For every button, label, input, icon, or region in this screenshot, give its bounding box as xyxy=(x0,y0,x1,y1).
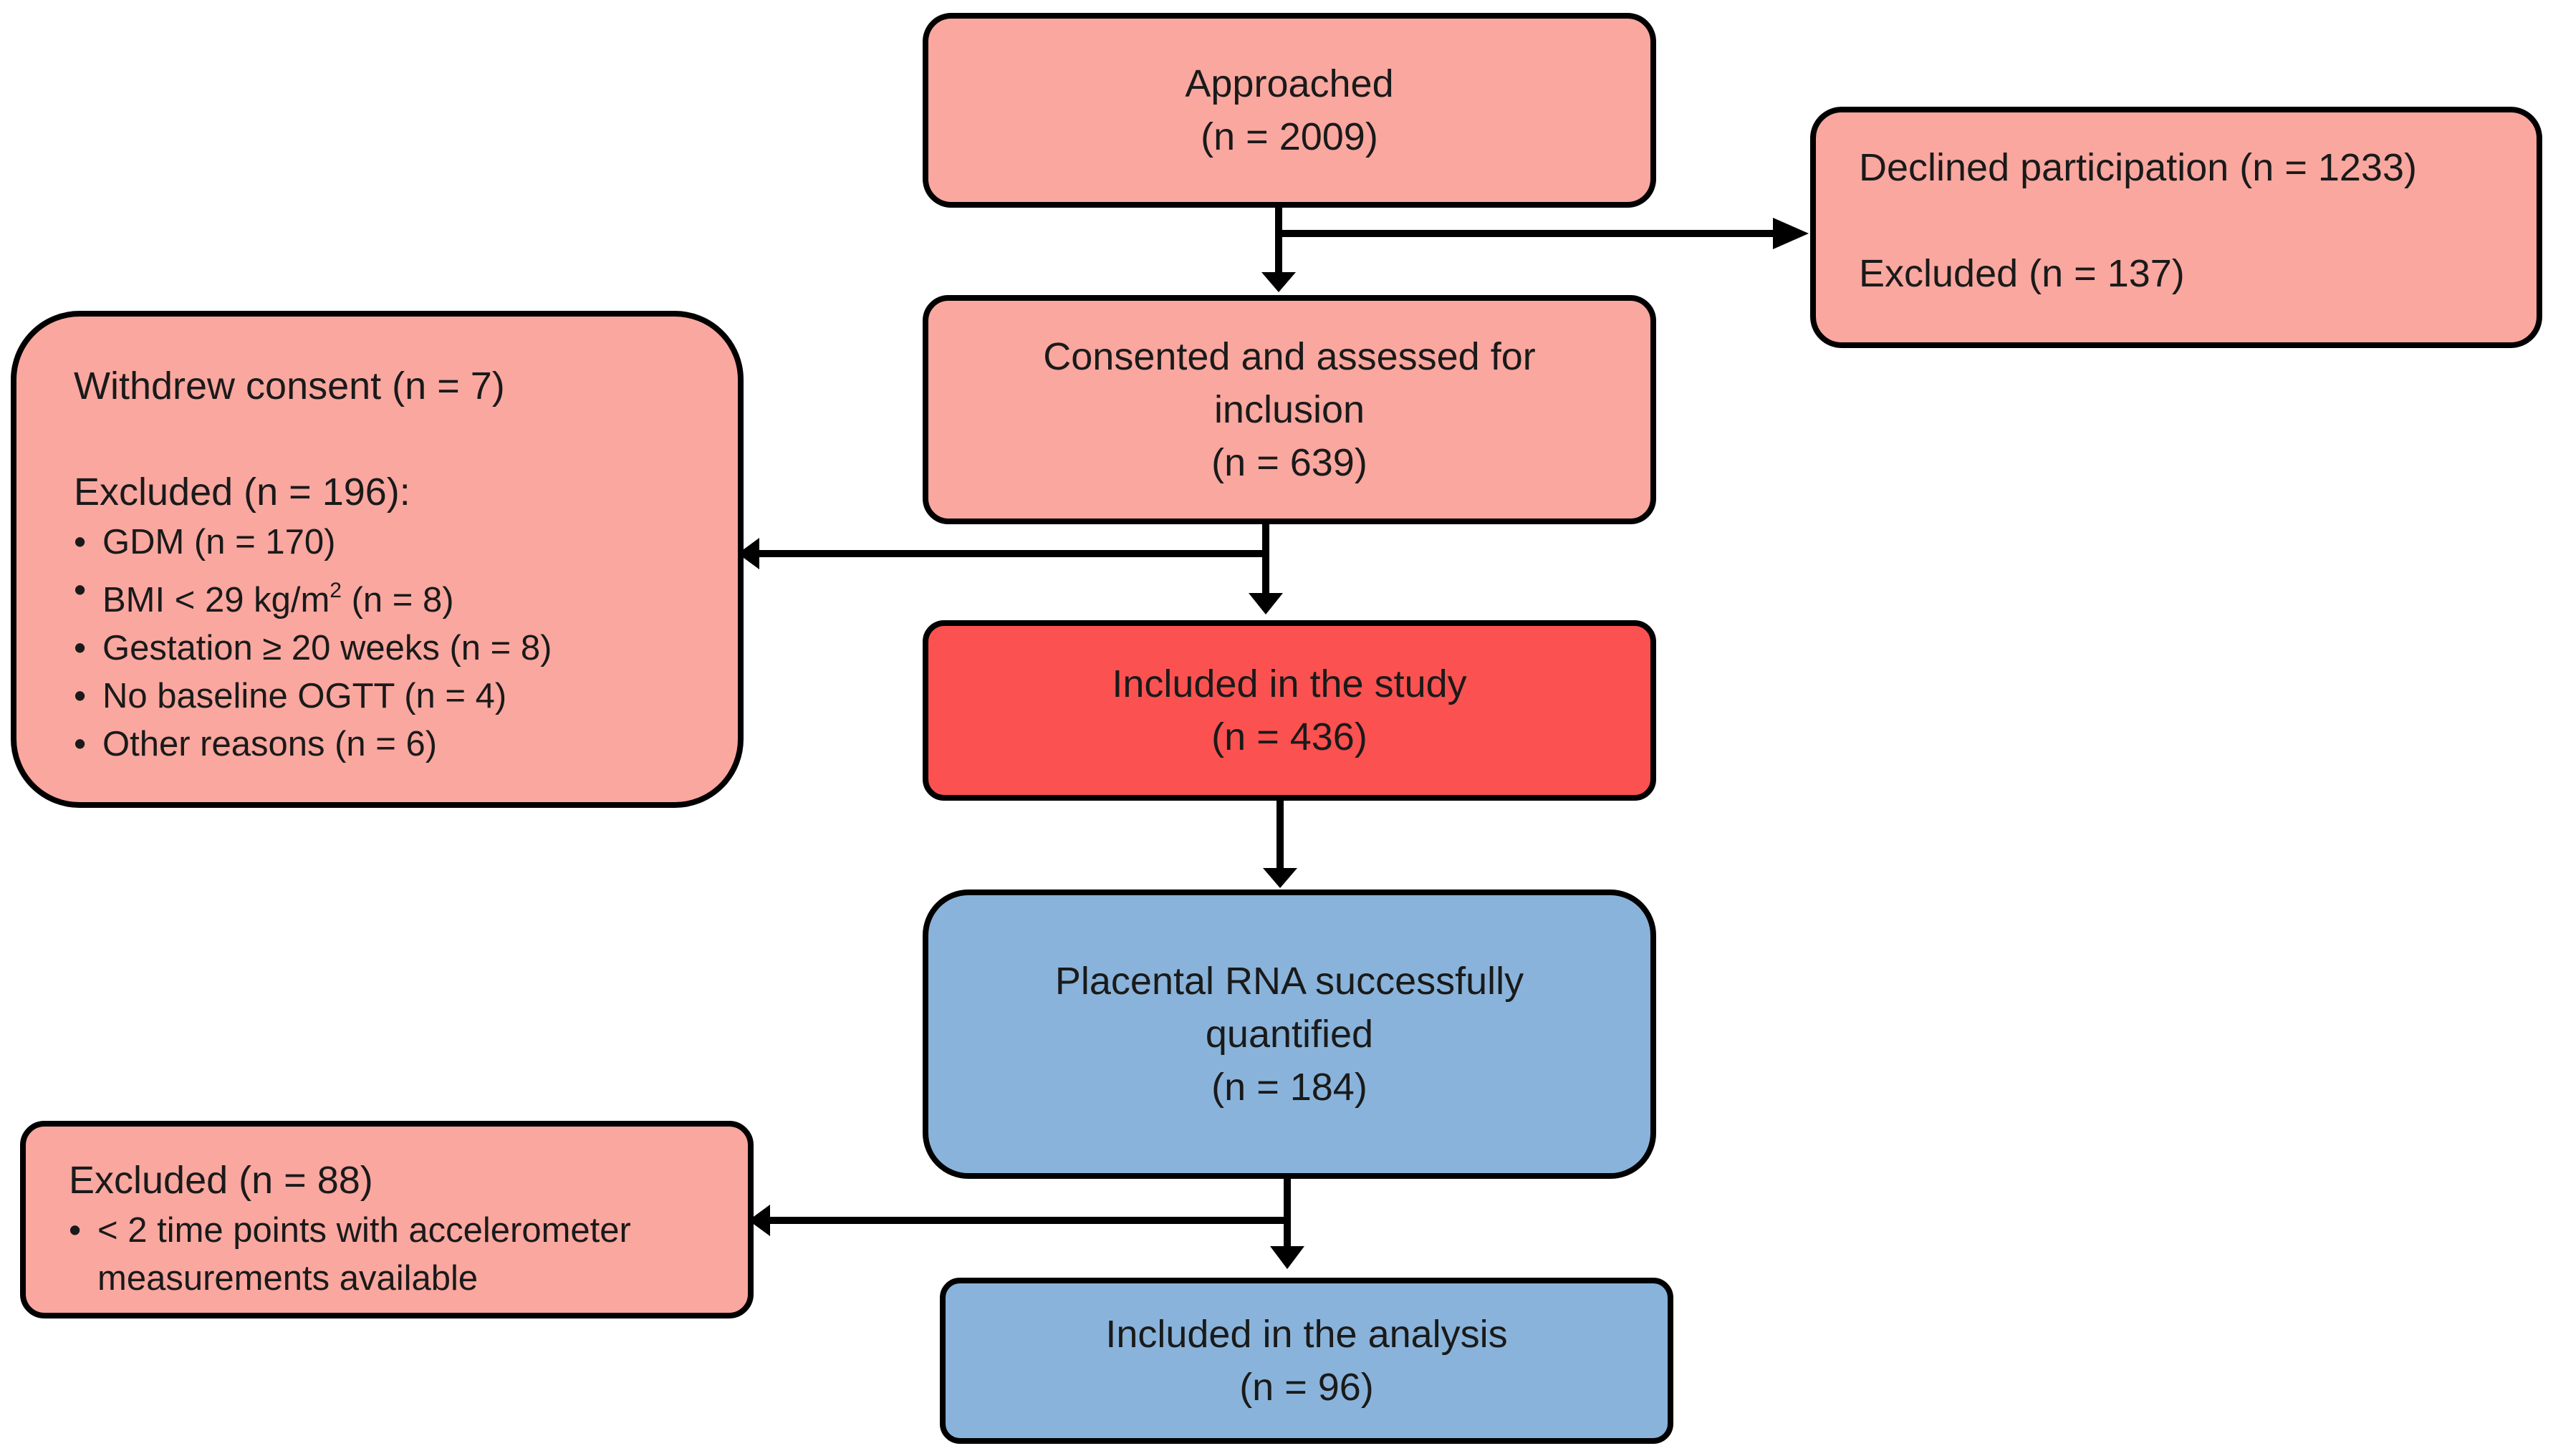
list-item-bmi: BMI < 29 kg/m2 (n = 8) xyxy=(74,567,738,625)
included-analysis-title: Included in the analysis xyxy=(1105,1313,1508,1356)
included-analysis-count: (n = 96) xyxy=(1239,1366,1374,1409)
list-item-gestation: Gestation ≥ 20 weeks (n = 8) xyxy=(74,625,738,672)
declined-box: Declined participation (n = 1233) Exclud… xyxy=(1810,107,2542,348)
approached-count: (n = 2009) xyxy=(1201,115,1378,158)
included-study-box: Included in the study (n = 436) xyxy=(923,620,1656,801)
consented-box: Consented and assessed for inclusion (n … xyxy=(923,295,1656,524)
consented-title-line1: Consented and assessed for xyxy=(1043,335,1536,378)
placental-rna-box: Placental RNA successfully quantified (n… xyxy=(923,889,1656,1179)
excluded-196-heading: Excluded (n = 196): xyxy=(74,471,410,514)
list-item-ogtt: No baseline OGTT (n = 4) xyxy=(74,672,738,720)
included-study-title: Included in the study xyxy=(1112,662,1467,705)
excluded-88-box: Excluded (n = 88) < 2 time points with a… xyxy=(20,1121,754,1318)
rna-title-line1: Placental RNA successfully xyxy=(1054,960,1524,1003)
consented-title-line2: inclusion xyxy=(1213,388,1365,431)
rna-count: (n = 184) xyxy=(1211,1066,1367,1109)
approached-title: Approached xyxy=(1185,62,1394,105)
exclusion-reasons-list: GDM (n = 170) BMI < 29 kg/m2 (n = 8) Ges… xyxy=(74,519,738,768)
excluded-88-list: < 2 time points with accelerometermeasur… xyxy=(69,1207,748,1303)
declined-participation-label: Declined participation (n = 1233) xyxy=(1859,146,2417,189)
withdrew-excluded-box: Withdrew consent (n = 7) Excluded (n = 1… xyxy=(11,311,744,808)
approached-box: Approached (n = 2009) xyxy=(923,13,1656,208)
consented-count: (n = 639) xyxy=(1211,441,1367,484)
included-study-count: (n = 436) xyxy=(1211,715,1367,758)
excluded-88-title: Excluded (n = 88) xyxy=(69,1159,373,1202)
list-item-other: Other reasons (n = 6) xyxy=(74,720,738,768)
withdrew-consent-label: Withdrew consent (n = 7) xyxy=(74,365,505,408)
included-analysis-box: Included in the analysis (n = 96) xyxy=(940,1278,1673,1444)
list-item-accelerometer: < 2 time points with accelerometermeasur… xyxy=(69,1207,748,1303)
rna-title-line2: quantified xyxy=(1205,1013,1374,1056)
declined-excluded-label: Excluded (n = 137) xyxy=(1859,252,2185,295)
list-item-gdm: GDM (n = 170) xyxy=(74,519,738,567)
